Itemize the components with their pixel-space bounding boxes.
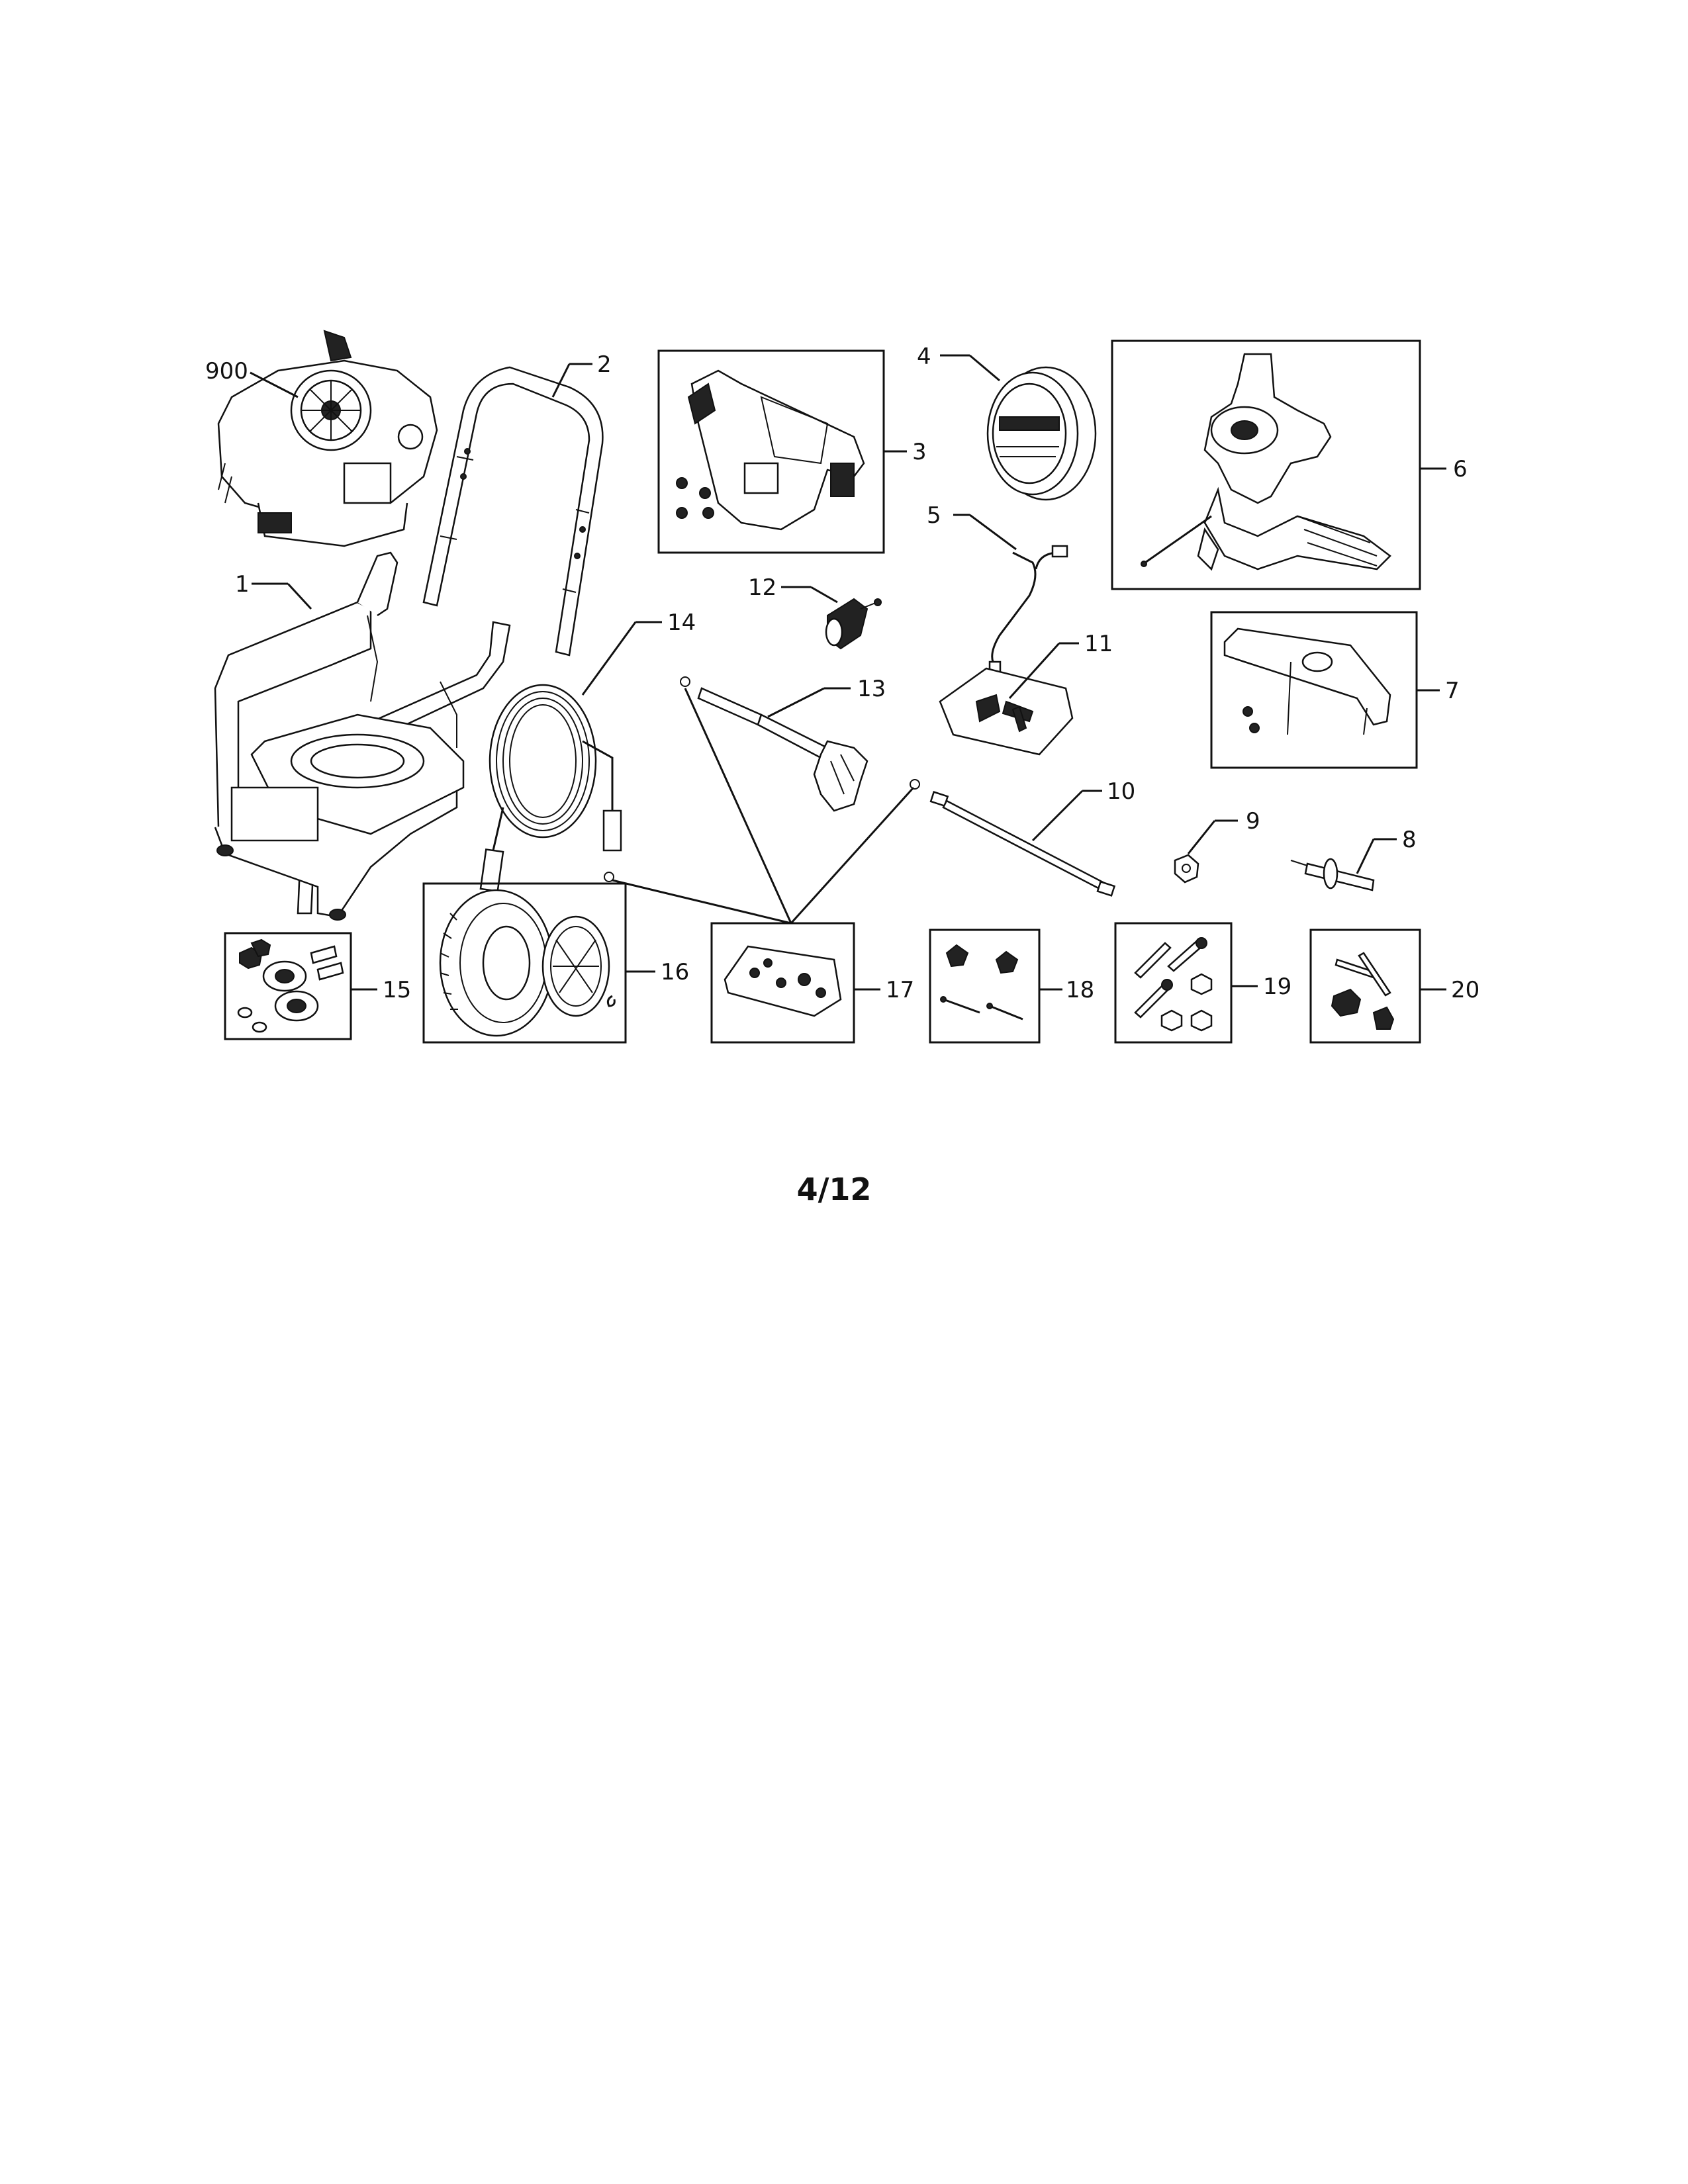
callout-1: 1	[235, 571, 250, 598]
part-6-box	[1111, 340, 1421, 590]
callout-900: 900	[205, 358, 248, 385]
part-8-axle	[1290, 858, 1375, 891]
part-11-bag	[939, 667, 1074, 756]
callout-18: 18	[1066, 977, 1094, 1003]
callout-15: 15	[383, 977, 411, 1003]
page-number: 4/12	[796, 1171, 872, 1207]
part-17-plate	[724, 945, 842, 1017]
callout-19: 19	[1263, 974, 1291, 1000]
part-14-hose	[479, 684, 622, 892]
callout-10: 10	[1107, 778, 1135, 805]
callout-3: 3	[912, 439, 927, 465]
part-6-pump	[1141, 353, 1391, 571]
part-15-box	[224, 932, 352, 1040]
callout-9: 9	[1246, 808, 1260, 835]
part-13-spray-gun	[680, 676, 868, 812]
part-900-engine	[217, 330, 438, 547]
part-7-bracket	[1223, 627, 1391, 735]
part-16-box	[422, 882, 627, 1044]
callout-20: 20	[1451, 977, 1479, 1003]
callout-5: 5	[927, 502, 941, 529]
part-15-bearing-kit	[237, 938, 344, 1033]
part-20-hardware	[1331, 952, 1395, 1030]
callout-6: 6	[1453, 456, 1468, 482]
part-19-box	[1114, 922, 1233, 1044]
part-5-cable	[988, 545, 1068, 678]
callout-17: 17	[886, 977, 914, 1003]
part-12-nozzle	[825, 598, 882, 650]
callout-8: 8	[1402, 827, 1417, 853]
part-3-control-panel	[676, 369, 865, 531]
part-4-ring	[986, 366, 1097, 501]
callout-13: 13	[857, 676, 886, 702]
part-16-wheel	[439, 889, 616, 1037]
callout-4: 4	[917, 343, 931, 370]
part-18-box	[929, 929, 1041, 1044]
callout-12: 12	[748, 574, 776, 601]
part-2-handle	[422, 366, 604, 657]
part-19-bolts	[1134, 937, 1213, 1032]
part-10-lance	[910, 779, 1116, 897]
part-18-knobs	[940, 944, 1023, 1021]
part-17-box	[710, 922, 855, 1044]
callout-11: 11	[1084, 631, 1113, 657]
callout-2: 2	[597, 351, 612, 378]
callout-14: 14	[667, 610, 696, 636]
callout-16: 16	[661, 959, 689, 985]
part-1-frame	[214, 551, 511, 921]
part-9-nut	[1174, 854, 1199, 884]
callout-7: 7	[1445, 678, 1460, 704]
part-20-box	[1309, 929, 1421, 1044]
leader-lines-17	[612, 688, 915, 925]
